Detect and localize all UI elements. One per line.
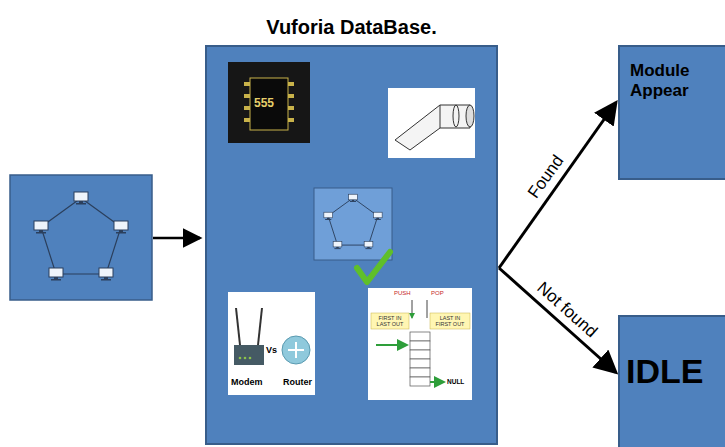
input-box [10, 175, 152, 300]
stack-label: PUSH [394, 290, 411, 297]
network-image [314, 188, 392, 282]
connector-arrow [499, 268, 616, 373]
edge-label: Not found [533, 278, 601, 342]
modem-router-image [228, 292, 315, 395]
check-mark [357, 252, 390, 282]
device-label: Router [283, 378, 312, 388]
stack-label: FIRST IN LAST OUT [372, 315, 408, 327]
chip-label: 555 [254, 97, 274, 110]
stack-image [368, 288, 472, 400]
box-label: IDLE [626, 351, 722, 392]
diagram-title: Vuforia DataBase. [167, 15, 536, 39]
cable-image [388, 88, 475, 158]
box-label: Module Appear [630, 61, 722, 102]
result-box: IDLE [618, 315, 725, 447]
stack-label: NULL [447, 378, 464, 385]
result-box: Module Appear [618, 45, 725, 180]
device-label: Modem [231, 378, 263, 388]
input-arrow [153, 237, 200, 240]
stack-label: POP [431, 290, 444, 297]
connector-arrow [499, 103, 616, 269]
chip-image [228, 62, 310, 143]
ring-network [34, 192, 128, 281]
device-label: Vs [266, 346, 277, 356]
stack-label: LAST IN FIRST OUT [431, 315, 469, 327]
